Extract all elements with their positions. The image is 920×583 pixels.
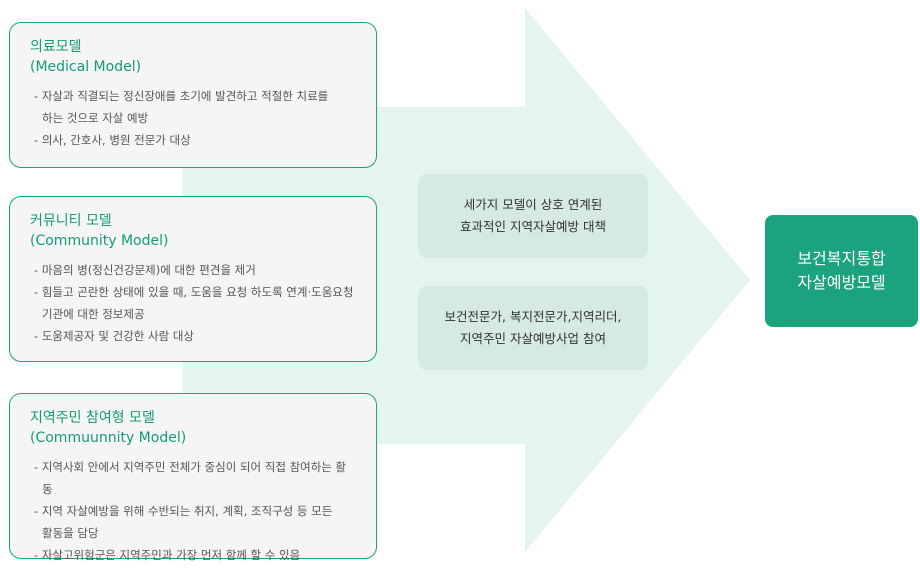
participation-text: 보건전문가, 복지전문가,지역리더, 지역주민 자살예방사업 참여 <box>444 309 622 346</box>
list-item: 자살과 직결되는 정신장애를 초기에 발견하고 적절한 치료를 하는 것으로 자… <box>30 85 356 129</box>
community-model-card: 커뮤니티 모델 (Community Model) 마음의 병(정신건강문제)에… <box>9 196 377 362</box>
list-item: 의사, 간호사, 병원 전문가 대상 <box>30 129 356 151</box>
resident-model-title: 지역주민 참여형 모델 <box>30 410 155 426</box>
list-item: 마음의 병(정신건강문제)에 대한 편견을 제거 <box>30 259 356 281</box>
list-item: 힘들고 곤란한 상태에 있을 때, 도움을 요청 하도록 연계·도움요청 기관에… <box>30 281 356 325</box>
resident-model-subtitle: (Commuunnity Model) <box>30 430 187 446</box>
list-item: 도움제공자 및 건강한 사람 대상 <box>30 325 356 347</box>
medical-model-card: 의료모델 (Medical Model) 자살과 직결되는 정신장애를 초기에 … <box>9 22 377 168</box>
community-model-subtitle: (Community Model) <box>30 233 169 249</box>
linkage-text: 세가지 모델이 상호 연계된 효과적인 지역자살예방 대책 <box>460 197 606 234</box>
medical-model-list: 자살과 직결되는 정신장애를 초기에 발견하고 적절한 치료를 하는 것으로 자… <box>30 85 356 151</box>
integrated-model-title: 보건복지통합 자살예방모델 <box>797 249 886 292</box>
medical-model-subtitle: (Medical Model) <box>30 59 142 75</box>
medical-model-title: 의료모델 <box>30 39 82 55</box>
linkage-box: 세가지 모델이 상호 연계된 효과적인 지역자살예방 대책 <box>418 174 648 258</box>
integrated-model-box: 보건복지통합 자살예방모델 <box>765 215 918 327</box>
participation-box: 보건전문가, 복지전문가,지역리더, 지역주민 자살예방사업 참여 <box>418 286 648 370</box>
resident-model-card: 지역주민 참여형 모델 (Commuunnity Model) 지역사회 안에서… <box>9 393 377 562</box>
list-item: 자살고위험군은 지역주민과 가장 먼저 함께 할 수 있음 <box>30 544 356 566</box>
community-model-title: 커뮤니티 모델 <box>30 213 112 229</box>
community-model-list: 마음의 병(정신건강문제)에 대한 편견을 제거 힘들고 곤란한 상태에 있을 … <box>30 259 356 347</box>
list-item: 지역사회 안에서 지역주민 전체가 중심이 되어 직접 참여하는 활동 <box>30 456 356 500</box>
list-item: 지역 자살예방을 위해 수반되는 취지, 계획, 조직구성 등 모든 활동을 담… <box>30 500 356 544</box>
resident-model-list: 지역사회 안에서 지역주민 전체가 중심이 되어 직접 참여하는 활동 지역 자… <box>30 456 356 566</box>
